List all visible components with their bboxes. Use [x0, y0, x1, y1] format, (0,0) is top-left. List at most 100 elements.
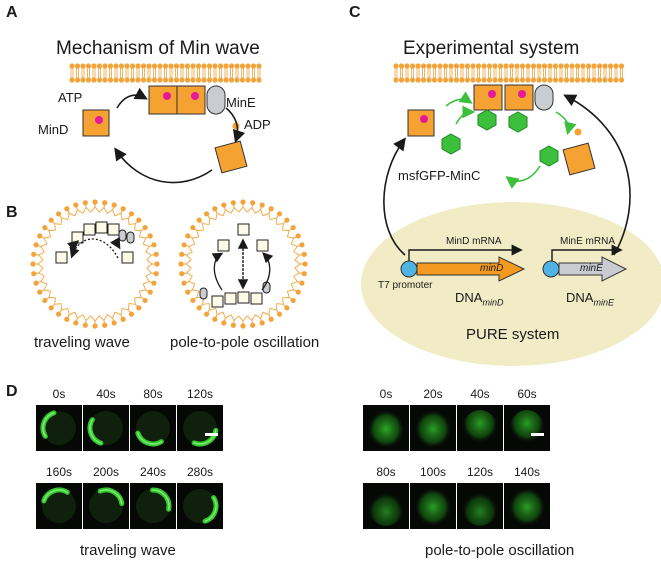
left-caption: traveling wave: [80, 542, 176, 559]
dna-mine-label: DNAminE: [566, 290, 614, 308]
panel-a: [69, 63, 262, 184]
oscillation-0-frame-image: [368, 410, 404, 448]
arrow-atp-to-membrane: [116, 87, 148, 109]
panel-c: [361, 63, 661, 366]
pure-system-label: PURE system: [466, 326, 560, 343]
mind-bound-c2: [504, 84, 534, 111]
oscillation-3-frame-image: [509, 410, 545, 448]
oscillation-7-time-label: 140s: [513, 465, 541, 479]
traveling-1-frame: [83, 405, 129, 451]
oscillation-2-time-label: 40s: [470, 387, 490, 401]
mind-bound-2: [176, 85, 206, 115]
traveling-0-frame-image: [40, 410, 76, 445]
mind-adp-box: [214, 140, 248, 174]
arrow-adp-to-atp: [114, 147, 213, 184]
vesicle-pole: [178, 199, 308, 329]
traveling-7-frame-image: [183, 489, 219, 524]
traveling-2-time-label: 80s: [143, 387, 163, 401]
oscillation-6-frame: [457, 483, 503, 529]
t7-promoter-circle: [400, 260, 418, 278]
mind-mrna-label: MinD mRNA: [446, 236, 502, 247]
traveling-6-frame-image: [136, 487, 172, 523]
mind-mrna-arrow: [408, 244, 523, 262]
pole-to-pole-proteins: [199, 223, 274, 308]
panel-letter-d: D: [6, 383, 18, 400]
atp-label: ATP: [58, 90, 83, 105]
traveling-3-frame-image: [183, 411, 219, 447]
minc-label: msfGFP-MinC: [398, 168, 481, 183]
panel-letter-b: B: [6, 204, 18, 221]
mind-bound-1: [148, 85, 178, 115]
gene-mind-label: minD: [480, 263, 504, 274]
mine-shape: [206, 85, 226, 115]
mind-atp-box-c: [407, 109, 435, 137]
gene-mind-arrow: [416, 256, 526, 282]
mind-bound-c1: [473, 84, 503, 111]
pole-oscillation-label: pole-to-pole oscillation: [170, 334, 320, 351]
traveling-2-frame-image: [135, 411, 170, 447]
panel-letter-a: A: [6, 4, 18, 21]
mine-mrna-label: MinE mRNA: [560, 236, 616, 247]
atp-dot: [163, 92, 171, 100]
t7-promoter-circle-mine: [542, 260, 560, 278]
oscillation-1-time-label: 20s: [423, 387, 443, 401]
minc-hexagon: [477, 109, 497, 131]
oscillation-1-frame: [410, 405, 456, 451]
t7-promoter-label: T7 promoter: [378, 280, 433, 291]
traveling-0-frame: [36, 405, 82, 451]
adp-label: ADP: [244, 117, 271, 132]
panel-b: [30, 199, 308, 329]
traveling-7-frame: [177, 483, 223, 529]
oscillation-4-time-label: 80s: [376, 465, 396, 479]
minc-hexagon: [539, 145, 559, 167]
oscillation-6-time-label: 120s: [466, 465, 494, 479]
traveling-5-frame: [83, 483, 129, 529]
mind-adp-box-c: [562, 142, 596, 176]
mind-atp-box: [82, 109, 110, 137]
adp-dot: [574, 128, 582, 136]
atp-dot: [488, 90, 496, 98]
atp-dot: [518, 90, 526, 98]
arrow-membrane-to-adp: [225, 107, 246, 144]
right-caption: pole-to-pole oscillation: [425, 542, 575, 559]
traveling-3-frame: [177, 405, 223, 451]
atp-dot: [420, 115, 428, 123]
oscillation-0-frame: [363, 405, 409, 451]
traveling-6-time-label: 240s: [139, 465, 167, 479]
oscillation-5-time-label: 100s: [419, 465, 447, 479]
oscillation-6-frame-image: [462, 488, 498, 526]
mine-label: MinE: [226, 95, 256, 110]
traveling-7-time-label: 280s: [186, 465, 214, 479]
panel-letter-c: C: [349, 4, 361, 21]
oscillation-5-frame-image: [415, 488, 451, 526]
atp-dot: [191, 92, 199, 100]
oscillation-4-frame: [363, 483, 409, 529]
traveling-6-frame: [130, 483, 176, 529]
mind-label: MinD: [38, 122, 69, 137]
atp-dot: [95, 116, 103, 124]
oscillation-2-frame-image: [462, 410, 498, 448]
traveling-4-frame: [36, 483, 82, 529]
traveling-wave-proteins: [55, 221, 135, 264]
gene-mine-label: minE: [580, 263, 603, 274]
traveling-0-time-label: 0s: [52, 387, 66, 401]
oscillation-3-time-label: 60s: [517, 387, 537, 401]
arrow-mine-expression: [563, 94, 631, 256]
traveling-4-frame-image: [41, 487, 76, 523]
gene-mine-arrow: [558, 256, 628, 282]
traveling-3-time-label: 120s: [186, 387, 214, 401]
traveling-1-time-label: 40s: [96, 387, 116, 401]
minc-hexagon: [508, 111, 528, 133]
oscillation-2-frame: [457, 405, 503, 451]
arrow-mind-expression: [383, 137, 406, 256]
oscillation-7-frame: [504, 483, 550, 529]
panel-a-title: Mechanism of Min wave: [56, 38, 260, 59]
traveling-2-frame: [130, 405, 176, 451]
membrane-c: [393, 63, 625, 83]
dna-mind-label: DNAminD: [455, 290, 504, 308]
panel-c-title: Experimental system: [403, 38, 580, 59]
traveling-1-frame-image: [87, 411, 123, 446]
pure-system-region: [361, 202, 661, 366]
traveling-5-frame-image: [89, 487, 125, 523]
